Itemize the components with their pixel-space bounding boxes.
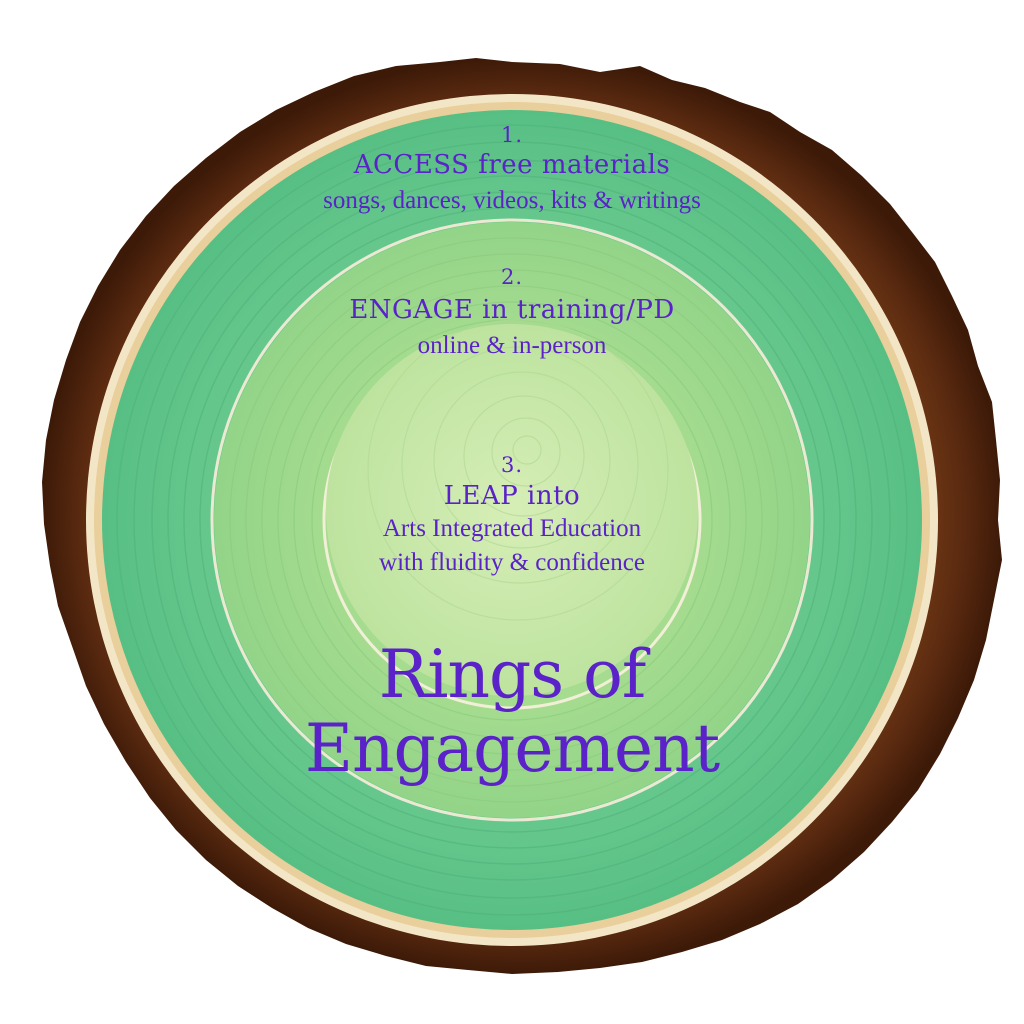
ring-1-detail: songs, dances, videos, kits & writings	[323, 187, 701, 214]
diagram-title-line-2: Engagement	[304, 710, 720, 787]
ring-3-heading: LEAP into	[443, 481, 581, 511]
middle-ring-grain	[229, 237, 795, 803]
ring-1-heading: ACCESS free materials	[353, 150, 671, 180]
inner-ring-grain	[367, 319, 669, 621]
ring-3-detail: Arts Integrated Education	[382, 515, 642, 542]
ring-2-number: 2.	[500, 265, 524, 289]
diagram-title-line-1: Rings of	[378, 636, 647, 713]
ring-3-detail-2: with fluidity & confidence	[379, 549, 645, 576]
ring-3-number: 3.	[500, 453, 524, 477]
ring-2-heading: ENGAGE in training/PD	[349, 295, 675, 325]
ring-2-detail: online & in-person	[417, 332, 607, 359]
outer-ring-grain	[116, 124, 908, 916]
inner-ring	[326, 324, 698, 696]
ring-1-number: 1.	[500, 123, 524, 147]
